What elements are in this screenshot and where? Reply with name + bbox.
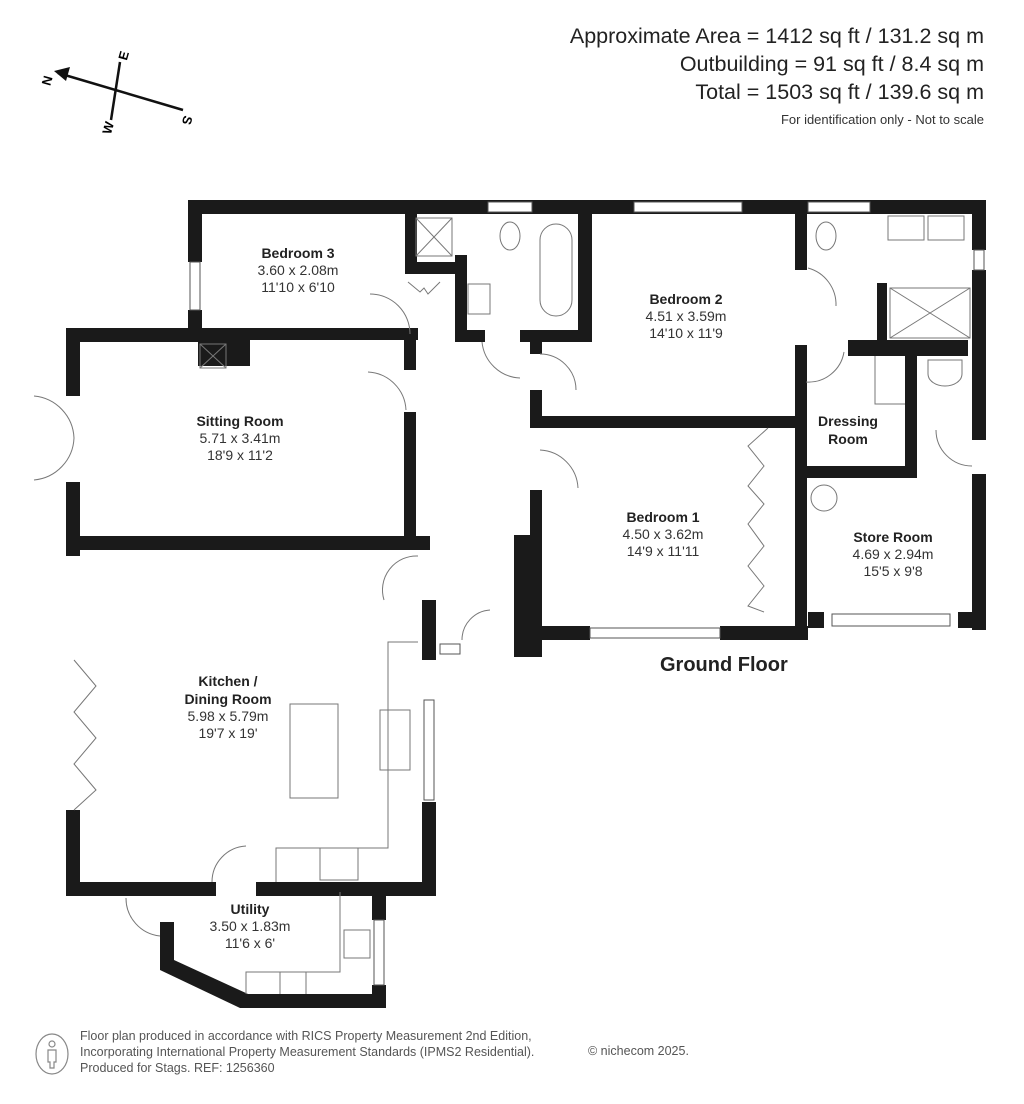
room-bedroom-3: Bedroom 3 3.60 x 2.08m 11'10 x 6'10 xyxy=(257,245,339,295)
room-bedroom-2: Bedroom 2 4.51 x 3.59m 14'10 x 11'9 xyxy=(645,291,727,341)
compass-icon: N S E W xyxy=(39,49,196,136)
area-summary: Approximate Area = 1412 sq ft / 131.2 sq… xyxy=(570,22,984,127)
room-dressing-room: Dressing Room xyxy=(818,413,878,447)
room-utility: Utility 3.50 x 1.83m 11'6 x 6' xyxy=(209,901,291,951)
person-icon xyxy=(35,1033,69,1075)
room-store-room: Store Room 4.69 x 2.94m 15'5 x 9'8 xyxy=(852,529,934,579)
outbuilding-area: Outbuilding = 91 sq ft / 8.4 sq m xyxy=(679,52,984,76)
svg-text:W: W xyxy=(99,119,117,136)
approximate-area: Approximate Area = 1412 sq ft / 131.2 sq… xyxy=(569,24,984,48)
disclaimer-note: For identification only - Not to scale xyxy=(780,112,984,127)
walls xyxy=(66,200,986,1008)
svg-text:N: N xyxy=(39,74,56,87)
room-sitting-room: Sitting Room 5.71 x 3.41m 18'9 x 11'2 xyxy=(196,413,284,463)
room-bedroom-1: Bedroom 1 4.50 x 3.62m 14'9 x 11'11 xyxy=(622,509,704,559)
floor-title: Ground Floor xyxy=(660,654,788,676)
windows xyxy=(189,201,985,986)
total-area: Total = 1503 sq ft / 139.6 sq m xyxy=(695,80,984,104)
footer-text: Floor plan produced in accordance with R… xyxy=(80,1029,535,1075)
footer: Floor plan produced in accordance with R… xyxy=(30,1028,750,1088)
copyright: © nichecom 2025. xyxy=(588,1044,689,1058)
fixtures xyxy=(33,215,973,994)
room-kitchen-dining: Kitchen / Dining Room 5.98 x 5.79m 19'7 … xyxy=(184,673,272,741)
